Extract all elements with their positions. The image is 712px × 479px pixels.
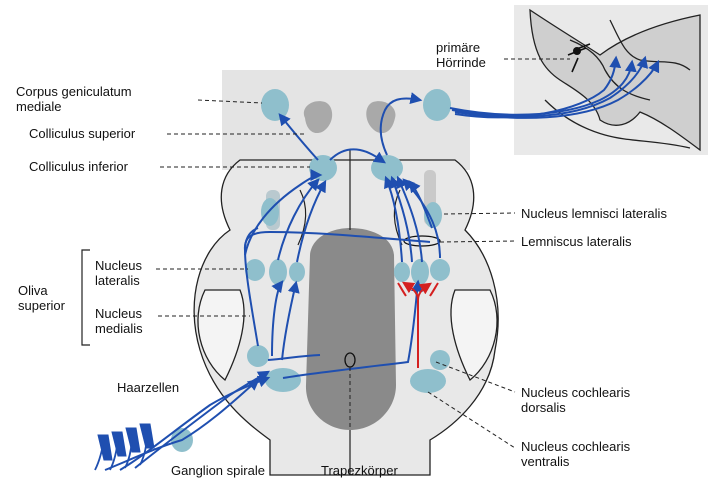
label-trapezkoerper: Trapezkörper — [321, 463, 398, 478]
label-oliva-superior: Oliva superior — [18, 283, 65, 313]
colliculus-inferior-right — [371, 155, 403, 181]
label-primaere-hoerrinde: primäre Hörrinde — [436, 40, 486, 70]
brainstem-section — [194, 70, 498, 475]
olive-medial-left-2 — [289, 262, 305, 282]
label-ganglion-spirale: Ganglion spirale — [171, 463, 265, 478]
nucleus-lemnisci-left — [261, 198, 279, 226]
label-corpus-geniculatum: Corpus geniculatum mediale — [16, 84, 132, 114]
cochlear-nucleus-right-lower — [410, 369, 446, 393]
hair-cells — [95, 424, 154, 470]
corpus-geniculatum-left — [261, 89, 289, 121]
label-nucleus-lateralis: Nucleus lateralis — [95, 258, 142, 288]
label-haarzellen: Haarzellen — [117, 380, 179, 395]
label-colliculus-inferior: Colliculus inferior — [29, 159, 128, 174]
olive-medial-right-2 — [394, 262, 410, 282]
cochlear-nucleus-left-upper — [247, 345, 269, 367]
olive-medial-left — [269, 259, 287, 285]
label-lemniscus-lateralis: Lemniscus lateralis — [521, 234, 632, 249]
oliva-bracket — [82, 250, 90, 345]
label-nucleus-medialis: Nucleus medialis — [95, 306, 143, 336]
label-nucleus-cochlearis-dorsalis: Nucleus cochlearis dorsalis — [521, 385, 630, 415]
corpus-geniculatum-right — [423, 89, 451, 121]
label-nucleus-cochlearis-ventralis: Nucleus cochlearis ventralis — [521, 439, 630, 469]
olive-medial-right — [411, 259, 429, 285]
olive-lateral-right — [430, 259, 450, 281]
cochlear-nucleus-left-lower — [265, 368, 301, 392]
cochlear-nucleus-right-upper — [430, 350, 450, 370]
label-colliculus-superior: Colliculus superior — [29, 126, 135, 141]
label-nucleus-lemnisci-lateralis: Nucleus lemnisci lateralis — [521, 206, 667, 221]
